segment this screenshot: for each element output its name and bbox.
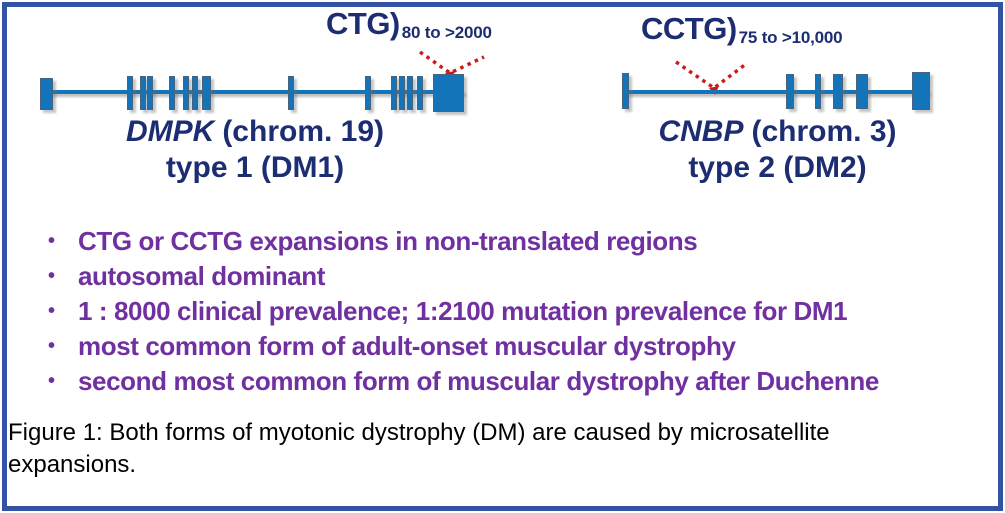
cnbp-repeat-range: 75 to >10,000 (738, 28, 843, 47)
list-item: • 1 : 8000 clinical prevalence; 1:2100 mu… (38, 294, 998, 329)
bullet-text: CTG or CCTG expansions in non-translated… (78, 226, 698, 256)
exon-box (407, 76, 413, 110)
exon-box (40, 78, 53, 110)
dmpk-gene-chrom: (chrom. 19) (222, 115, 385, 148)
exon-box (622, 73, 629, 109)
exon-box (147, 76, 153, 110)
exon-box (192, 76, 198, 110)
exon-box (815, 74, 821, 109)
bullet-text: second most common form of muscular dyst… (78, 366, 879, 396)
exon-box (127, 76, 133, 110)
exon-box (399, 76, 405, 110)
list-item: • most common form of adult-onset muscula… (38, 329, 998, 364)
list-item: • autosomal dominant (38, 259, 998, 294)
dmpk-gene-title: DMPK(chrom. 19) (60, 114, 450, 150)
exon-box (183, 76, 189, 110)
exon-box (433, 74, 464, 112)
list-item: • CTG or CCTG expansions in non-translate… (38, 224, 998, 259)
bullet-text: 1 : 8000 clinical prevalence; 1:2100 mut… (78, 296, 848, 326)
exon-box (856, 74, 868, 109)
cnbp-gene-chrom: (chrom. 3) (751, 115, 897, 148)
figure-caption-line2: expansions. (8, 451, 137, 478)
dmpk-repeat-range: 80 to >2000 (401, 23, 492, 42)
bullet-dot-icon: • (48, 300, 55, 322)
exon-box (365, 76, 371, 110)
cnbp-gene-caption: CNBP(chrom. 3) type 2 (DM2) (585, 114, 970, 186)
cnbp-repeat-label: CCTG) 75 to >10,000 (641, 11, 843, 47)
cnbp-type-label: type 2 (DM2) (688, 151, 867, 184)
bullet-dot-icon: • (48, 265, 55, 287)
figure-caption-line1: Figure 1: Both forms of myotonic dystrop… (8, 419, 830, 446)
list-item: • second most common form of muscular dys… (38, 364, 998, 399)
dmpk-repeat-name: CTG) (326, 6, 400, 41)
exon-box (833, 74, 843, 109)
bullet-text: most common form of adult-onset muscular… (78, 331, 736, 361)
exon-box (169, 76, 175, 110)
bullet-dot-icon: • (48, 230, 55, 252)
exon-box (912, 72, 930, 110)
exon-box (391, 76, 397, 110)
exon-box (202, 76, 211, 110)
cnbp-gene-title: CNBP(chrom. 3) (585, 114, 970, 150)
exon-box (417, 76, 423, 110)
dmpk-type-label: type 1 (DM1) (165, 151, 345, 184)
dmpk-gene-name: DMPK (125, 115, 215, 148)
gene-intron-line (42, 90, 464, 94)
bullet-dot-icon: • (48, 370, 55, 392)
facts-bullet-list: • CTG or CCTG expansions in non-translate… (38, 224, 998, 399)
cnbp-gene-name: CNBP (658, 115, 744, 148)
bullet-dot-icon: • (48, 335, 55, 357)
dmpk-repeat-label: CTG) 80 to >2000 (326, 8, 492, 41)
exon-box (786, 74, 794, 109)
exon-box (288, 76, 294, 110)
exon-box (140, 76, 146, 110)
figure-caption: Figure 1: Both forms of myotonic dystrop… (8, 417, 988, 481)
dmpk-gene-caption: DMPK(chrom. 19) type 1 (DM1) (60, 114, 450, 186)
bullet-text: autosomal dominant (78, 261, 326, 291)
cnbp-repeat-name: CCTG) (641, 11, 737, 46)
gene-intron-line (623, 90, 929, 94)
